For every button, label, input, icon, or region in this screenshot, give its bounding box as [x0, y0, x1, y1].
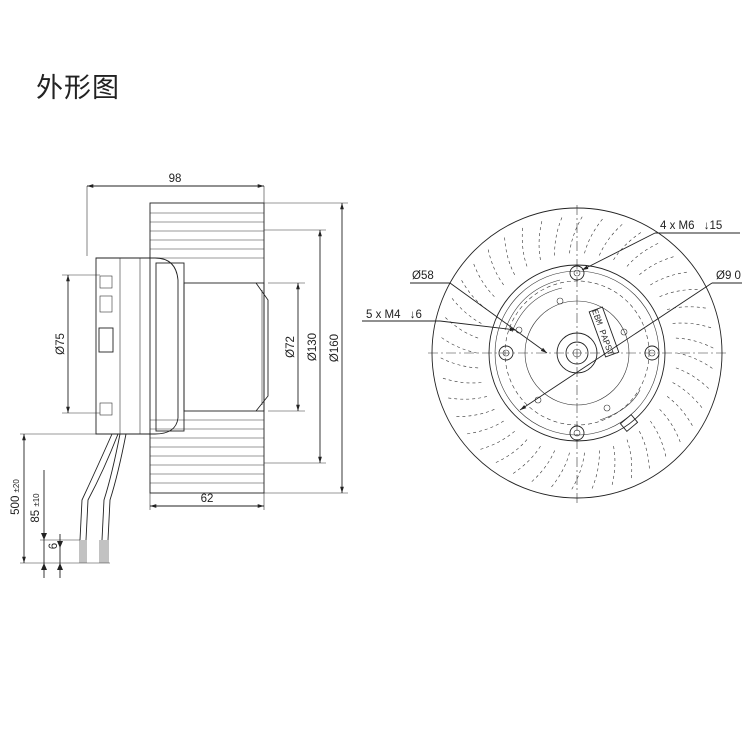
dim-cable-6: 6 [48, 543, 60, 549]
impeller-blade [672, 322, 713, 329]
impeller-blade [611, 446, 616, 487]
impeller-blade [494, 439, 528, 464]
impeller-blade [530, 450, 555, 484]
dim-cable-85: 85 ±10 [30, 493, 42, 523]
impeller-blade [439, 336, 478, 354]
impeller-blade [441, 377, 482, 384]
impeller-blade [650, 271, 689, 286]
side-view: 98 62 Ø75 Ø72 Ø130 Ø160 500 ±20 [10, 173, 348, 578]
impeller-blade [639, 431, 650, 471]
dim-dia-72: Ø72 [285, 336, 297, 358]
impeller-blade [550, 452, 570, 489]
impeller-blade [521, 226, 528, 267]
impeller-blade [438, 356, 479, 369]
impeller-blade [570, 452, 585, 492]
impeller-blade [554, 215, 563, 256]
impeller-blade [584, 217, 604, 254]
motor-hub [155, 262, 269, 432]
impeller-blade [443, 315, 479, 339]
label-dia-58: Ø58 [412, 270, 434, 282]
dim-dia-75: Ø75 [55, 333, 67, 355]
dim-width-98: 98 [169, 173, 182, 185]
label-holes-m6: 4 x M6 ↓15 [660, 220, 722, 232]
impeller-blade [591, 450, 600, 491]
impeller-blade [639, 255, 676, 276]
front-view: EBM PAPST Ø9 0 Ø58 5 x M4 ↓6 4 x M6 ↓15 [362, 205, 742, 505]
impeller-blade [675, 367, 711, 391]
electronics-housing [95, 257, 179, 435]
impeller-blade [450, 296, 482, 324]
impeller-blade [472, 262, 495, 297]
impeller-blade [676, 352, 715, 370]
dim-width-62: 62 [201, 493, 214, 505]
impeller-blade [504, 235, 515, 275]
impeller-blade [650, 420, 667, 459]
impeller-blade [613, 231, 643, 261]
impeller-blade [667, 306, 708, 310]
impeller-blade [465, 420, 504, 435]
impeller-blade [675, 337, 716, 350]
impeller-blade [666, 396, 694, 428]
impeller-blade [599, 222, 624, 256]
nameplate: EBM PAPST [588, 306, 620, 358]
label-dia-90: Ø9 0 [716, 270, 741, 282]
page-title: 外形图 [36, 73, 120, 104]
impeller-blade [569, 214, 584, 254]
impeller-blade [538, 219, 543, 260]
dim-dia-160: Ø160 [329, 334, 341, 362]
impeller-blade [446, 396, 487, 400]
impeller-side-outline [149, 202, 265, 494]
impeller-blade [659, 289, 700, 297]
impeller-blade [626, 242, 660, 267]
label-holes-m4: 5 x M4 ↓6 [366, 309, 422, 321]
impeller-blade [511, 445, 541, 475]
impeller-blade [460, 278, 488, 310]
cables [79, 433, 127, 563]
impeller-blade [487, 247, 504, 286]
impeller-blade [454, 409, 495, 417]
impeller-blade [626, 439, 633, 480]
impeller-blade [659, 409, 682, 444]
dim-cable-500: 500 ±20 [10, 479, 22, 515]
impeller-blade [672, 382, 704, 410]
impeller-blade [478, 430, 515, 451]
dim-dia-130: Ø130 [307, 333, 319, 361]
